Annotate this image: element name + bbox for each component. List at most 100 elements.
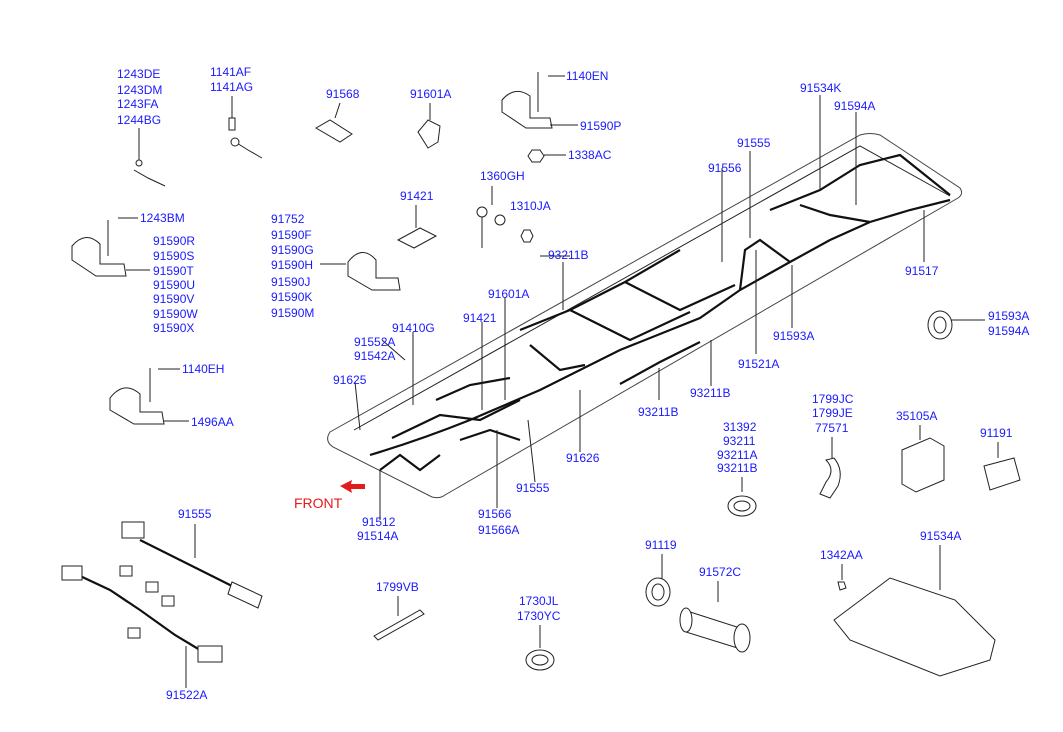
label-1243dm: 1243DM	[117, 83, 162, 97]
label-1141af: 1141AF	[210, 65, 251, 79]
label-91566a: 91566A	[478, 523, 519, 537]
label-1243fa: 1243FA	[117, 97, 158, 111]
label-91521a: 91521A	[738, 357, 779, 371]
label-91566: 91566	[478, 507, 512, 521]
label-91517: 91517	[905, 264, 939, 278]
label-1244bg: 1244BG	[117, 113, 161, 127]
label-91593a-mid: 91593A	[773, 329, 814, 343]
label-35105a: 35105A	[896, 409, 937, 423]
label-91590g: 91590G	[271, 243, 314, 257]
label-91590j: 91590J	[271, 275, 310, 289]
front-label: FRONT	[294, 495, 343, 511]
tie-1799vb-group: 1799VB	[373, 580, 425, 641]
label-91555-bl: 91555	[178, 507, 212, 521]
ground-wire-icon	[133, 169, 166, 187]
grommet-31392-group: 31392 93211 93211A 93211B	[717, 420, 757, 517]
clamp-icon	[71, 237, 127, 277]
label-91522a: 91522A	[166, 688, 207, 702]
tie-strap-icon	[373, 609, 425, 641]
grommet-1730jl-group: 1730JL 1730YC	[517, 594, 561, 671]
label-91590u: 91590U	[153, 278, 195, 292]
connector-holder-icon	[983, 457, 1021, 491]
bolt-1141af-group: 1141AF 1141AG	[210, 65, 263, 159]
clamp-1496aa-group: 1140EH 1496AA	[109, 362, 234, 429]
label-31392: 31392	[723, 420, 757, 434]
label-93211b-c: 93211B	[717, 461, 757, 475]
label-77571: 77571	[815, 421, 849, 435]
label-91593a-right: 91593A	[988, 309, 1029, 323]
label-91590f: 91590F	[271, 228, 312, 242]
label-91626: 91626	[566, 451, 600, 465]
cover-box-icon	[833, 577, 996, 677]
label-91552a: 91552A	[354, 335, 395, 349]
label-91590w: 91590W	[153, 307, 198, 321]
label-91421-top: 91421	[400, 189, 434, 203]
clamp-icon	[347, 252, 401, 291]
label-1140en: 1140EN	[566, 69, 608, 83]
clip-91601a-group: 91601A	[410, 87, 451, 149]
clip-icon	[417, 119, 441, 149]
label-91590h: 91590H	[271, 258, 313, 272]
connector-icon	[61, 565, 83, 581]
label-93211b-right1: 93211B	[690, 386, 730, 400]
label-1360gh: 1360GH	[480, 169, 525, 183]
label-91594a-right: 91594A	[988, 324, 1029, 338]
label-91572c: 91572C	[699, 565, 741, 579]
label-91590k: 91590K	[271, 290, 312, 304]
label-91555-mid: 91555	[737, 136, 771, 150]
leader-lines	[354, 95, 985, 520]
bolt-1243de-group: 1243DE 1243DM 1243FA 1244BG	[117, 67, 166, 187]
label-91601a-top: 91601A	[410, 87, 451, 101]
cover-91534a-group: 1342AA 91534A	[820, 529, 996, 677]
label-1243de: 1243DE	[117, 67, 160, 81]
label-93211b-right2: 93211B	[638, 405, 678, 419]
pad-91421-group: 91421	[396, 189, 438, 249]
front-indicator: FRONT	[294, 480, 365, 511]
label-91534k: 91534K	[800, 81, 841, 95]
front-arrow-icon	[340, 480, 365, 493]
pad-icon	[396, 227, 438, 249]
label-91512: 91512	[362, 515, 396, 529]
bracket-35105a-group: 35105A 91191	[896, 409, 1021, 493]
nut-icon	[527, 149, 545, 163]
label-1799vb: 1799VB	[376, 580, 419, 594]
cable-tie-icon	[819, 457, 841, 499]
clip-icon	[837, 581, 847, 591]
label-93211a: 93211A	[717, 448, 757, 462]
label-1342aa: 1342AA	[820, 548, 863, 562]
strap-1799jc-group: 1799JC 1799JE 77571	[812, 392, 854, 499]
label-93211: 93211	[723, 434, 756, 448]
label-1140eh: 1140EH	[182, 362, 224, 376]
harness-93211b-labels: 93211B 93211B	[638, 386, 730, 419]
label-1338ac: 1338AC	[568, 148, 612, 162]
label-91514a: 91514A	[357, 529, 398, 543]
clamp-91752-group: 91752 91590F 91590G 91590H 91590J 91590K…	[271, 212, 401, 320]
clamp-icon	[109, 387, 165, 425]
mid-harness-labels: 91601A 91410G 91552A 91542A 91421 91625	[333, 287, 529, 387]
label-91542a: 91542A	[354, 349, 395, 363]
label-1496aa: 1496AA	[191, 415, 234, 429]
label-91568: 91568	[326, 87, 360, 101]
bracket-icon	[901, 437, 945, 493]
label-91625: 91625	[333, 373, 367, 387]
mid-right-labels: 91555 91556	[708, 136, 771, 175]
terminal-1360gh-group: 1360GH 1310JA	[476, 169, 551, 248]
lower-center-labels: 91626 91555 91512 91514A 91566 91566A	[357, 451, 600, 543]
connector-icon	[197, 645, 223, 663]
clip-91568-group: 91568	[315, 87, 360, 143]
label-91410g: 91410G	[392, 321, 435, 335]
connector-icon	[121, 521, 145, 539]
nut-icon	[520, 229, 534, 243]
clamp-1243bm-group: 1243BM 91590R 91590S 91590T 91590U 91590…	[71, 211, 198, 335]
label-1243bm: 1243BM	[140, 211, 185, 225]
floor-panel	[327, 133, 963, 499]
label-91590r: 91590R	[153, 234, 195, 248]
main-wiring-harness	[369, 153, 951, 472]
label-91590p: 91590P	[580, 119, 621, 133]
harness-91555-bl-group: 91555 91522A	[61, 507, 263, 702]
label-1799je: 1799JE	[812, 406, 853, 420]
clip-icon	[315, 119, 353, 143]
label-91601a-mid: 91601A	[488, 287, 529, 301]
label-93211b-top: 93211B	[548, 248, 588, 262]
